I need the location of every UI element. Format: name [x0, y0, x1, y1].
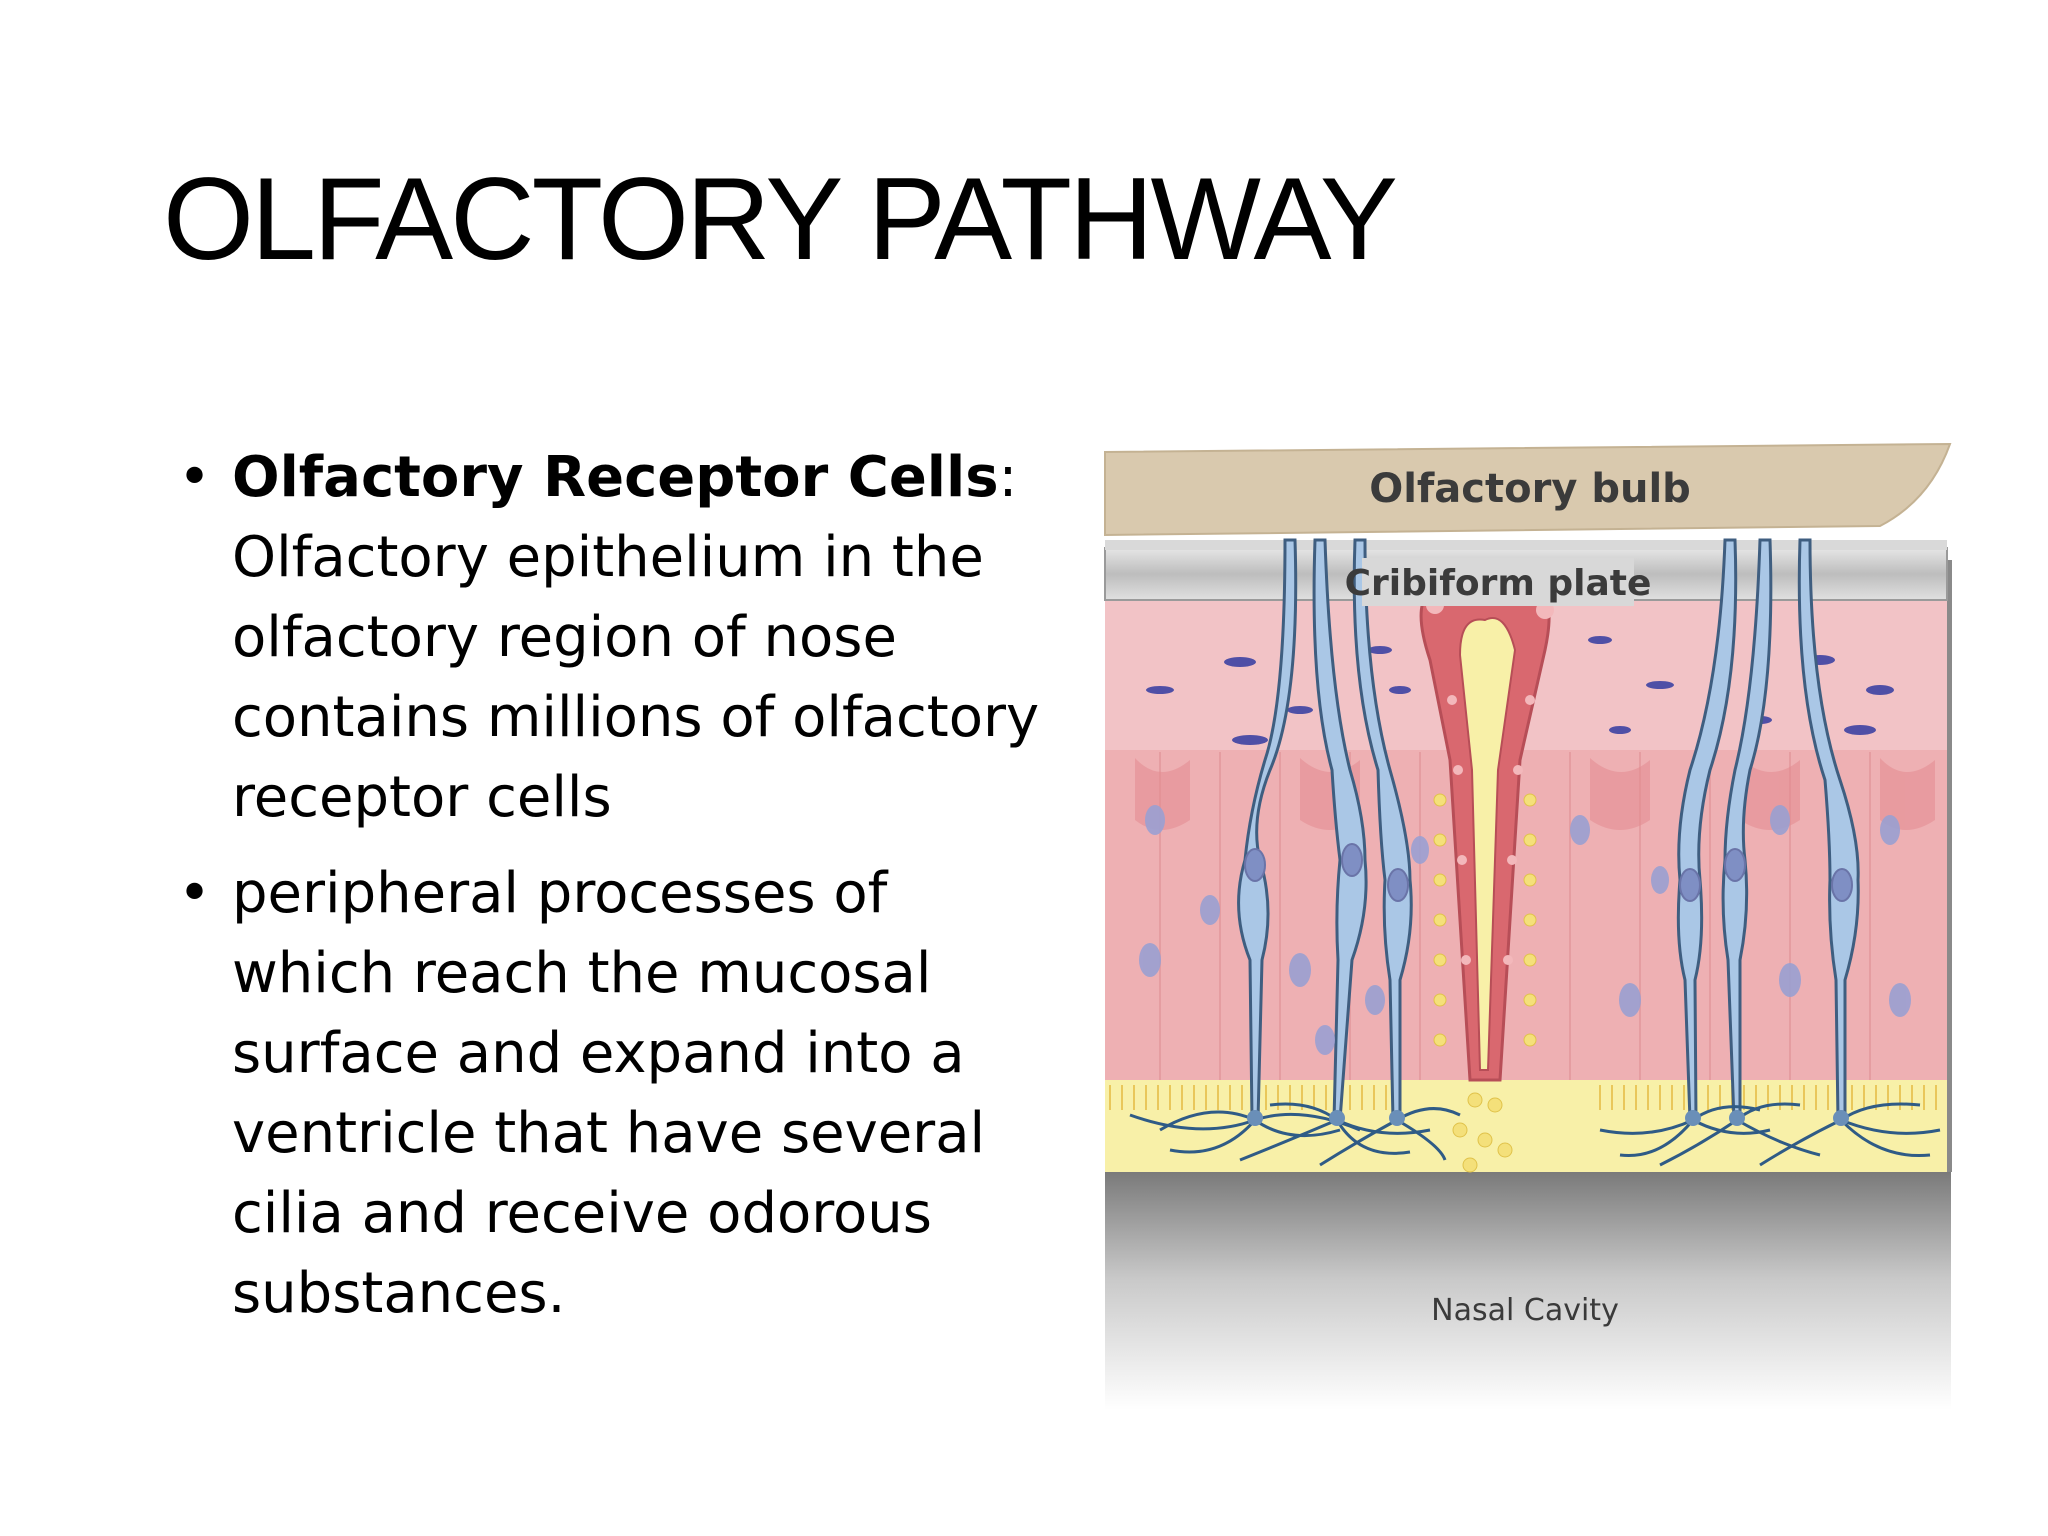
dendritic-knobs	[1247, 1110, 1849, 1126]
bullet-heading-colon: :	[998, 445, 1018, 510]
bullet-icon: •	[178, 445, 212, 510]
supporting-cell-nuclei	[1139, 805, 1911, 1055]
olfactory-epithelium-diagram: Olfactory bulb Cribiform plate Nasal Cav…	[1100, 440, 1970, 1410]
bullet-item-peripheral-processes: • peripheral processes of which reach th…	[178, 854, 1048, 1334]
cilia	[1129, 1102, 1941, 1167]
olfactory-bulb	[1104, 442, 1952, 537]
label-bg-cribriform	[1362, 558, 1634, 606]
cribriform-plate-top	[1105, 540, 1947, 550]
lamina-nuclei	[1146, 636, 1894, 745]
bullet-list: • Olfactory Receptor Cells: Olfactory ep…	[178, 438, 1048, 1350]
diagram-svg: Olfactory bulb Cribiform plate Nasal Cav…	[1104, 442, 1952, 1410]
bullet-heading: Olfactory Receptor Cells	[232, 445, 999, 510]
bullet-icon: •	[178, 861, 212, 926]
bullet-text: Olfactory epithelium in the olfactory re…	[232, 525, 1040, 830]
nasal-cavity-region	[1105, 1172, 1951, 1410]
slide-title: OLFACTORY PATHWAY	[163, 153, 1398, 284]
bowmans-gland	[1419, 571, 1554, 1173]
olfactory-receptor-neurons	[1237, 538, 1860, 1122]
bullet-item-receptor-cells: • Olfactory Receptor Cells: Olfactory ep…	[178, 438, 1048, 838]
label-nasal-cavity: Nasal Cavity	[1431, 1293, 1619, 1328]
label-cribriform-plate: Cribiform plate	[1345, 563, 1652, 604]
bullet-text: peripheral processes of which reach the …	[232, 861, 986, 1326]
neuron-nuclei	[1244, 843, 1853, 902]
label-olfactory-bulb: Olfactory bulb	[1369, 466, 1691, 512]
